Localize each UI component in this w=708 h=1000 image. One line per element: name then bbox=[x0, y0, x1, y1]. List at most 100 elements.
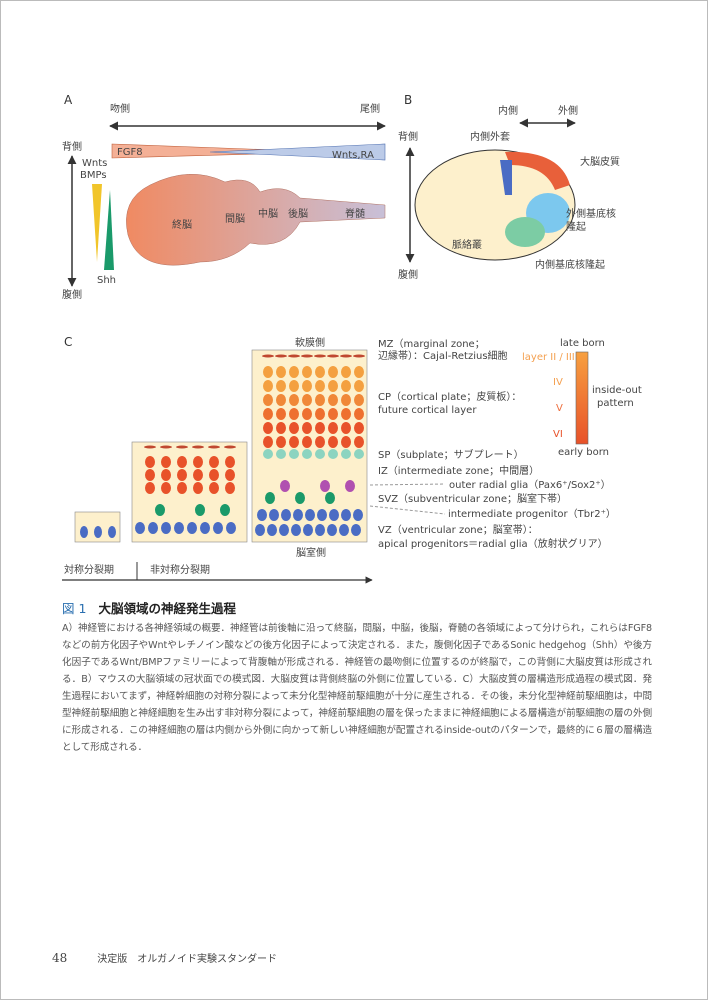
cajal-retzius-cell bbox=[192, 445, 204, 449]
cells-group bbox=[80, 354, 365, 538]
apical-progenitor-cell bbox=[279, 524, 289, 536]
neuron-cell bbox=[177, 482, 187, 494]
cortical-neuron-cell bbox=[302, 408, 312, 420]
apical-progenitor-cell bbox=[148, 522, 158, 534]
bmps-label: BMPs bbox=[80, 170, 107, 181]
cortical-neuron-cell bbox=[341, 380, 351, 392]
apical-progenitor-cell bbox=[339, 524, 349, 536]
rostral-label: 吻側 bbox=[110, 102, 130, 115]
dorsal-label: 背側 bbox=[62, 140, 82, 153]
cajal-retzius-cell bbox=[224, 445, 236, 449]
cajal-retzius-cell bbox=[327, 354, 339, 358]
apical-progenitor-cell bbox=[327, 524, 337, 536]
medial-label: 内側 bbox=[498, 104, 518, 117]
shh-gradient bbox=[104, 190, 114, 270]
cajal-retzius-cell bbox=[340, 354, 352, 358]
late-born-label: late born bbox=[560, 338, 605, 349]
outer-radial-glia-cell bbox=[320, 480, 330, 492]
subplate-cell bbox=[341, 449, 351, 459]
neuron-cell bbox=[161, 469, 171, 481]
apical-progenitor-cell bbox=[161, 522, 171, 534]
lge-label-2: 隆起 bbox=[566, 220, 586, 233]
cajal-retzius-cell bbox=[262, 354, 274, 358]
cortical-neuron-cell bbox=[328, 380, 338, 392]
inside-out-label: inside-out bbox=[592, 385, 642, 396]
cortical-neuron-cell bbox=[263, 366, 273, 378]
cortical-neuron-cell bbox=[302, 394, 312, 406]
figure-1: A 吻側 尾側 背側 腹側 FGF8 Wnts,RA Wnts BMPs Shh… bbox=[62, 93, 642, 584]
cortical-neuron-cell bbox=[328, 422, 338, 434]
apical-progenitor-cell bbox=[329, 509, 339, 521]
choroid-plexus-label: 脈絡叢 bbox=[452, 238, 482, 251]
apical-progenitor-cell bbox=[200, 522, 210, 534]
cortical-neuron-cell bbox=[341, 422, 351, 434]
neuron-cell bbox=[209, 456, 219, 468]
cp-label-2: future cortical layer bbox=[378, 405, 477, 416]
neuron-cell bbox=[225, 482, 235, 494]
apical-progenitor-cell bbox=[80, 526, 88, 538]
apical-progenitor-cell bbox=[353, 509, 363, 521]
neuron-cell bbox=[193, 469, 203, 481]
asymmetric-stage-label: 非対称分裂期 bbox=[150, 563, 210, 576]
subplate-cell bbox=[276, 449, 286, 459]
cortical-neuron-cell bbox=[276, 380, 286, 392]
cortical-neuron-cell bbox=[315, 366, 325, 378]
intermediate-progenitor-cell bbox=[325, 492, 335, 504]
early-born-label: early born bbox=[558, 447, 609, 458]
subplate-cell bbox=[263, 449, 273, 459]
mz-label: MZ（marginal zone； bbox=[378, 338, 485, 350]
apical-progenitor-cell bbox=[293, 509, 303, 521]
cortical-neuron-cell bbox=[289, 422, 299, 434]
subplate-cell bbox=[315, 449, 325, 459]
inside-out-gradient-bar bbox=[575, 351, 589, 445]
layer-4-label: IV bbox=[553, 377, 563, 388]
mge-region bbox=[505, 217, 545, 247]
cortical-neuron-cell bbox=[315, 422, 325, 434]
neural-tube-shape bbox=[126, 173, 386, 266]
apical-progenitor-cell bbox=[291, 524, 301, 536]
region-midbrain: 中脳 bbox=[258, 207, 278, 220]
cortical-neuron-cell bbox=[276, 394, 286, 406]
medial-pallium-label: 内側外套 bbox=[470, 130, 510, 143]
wnts-ra-label: Wnts,RA bbox=[332, 150, 374, 161]
mz-label-2: 辺縁帯）：Cajal-Retzius細胞 bbox=[378, 349, 508, 362]
cortical-neuron-cell bbox=[341, 436, 351, 448]
cortical-neuron-cell bbox=[276, 408, 286, 420]
apical-progenitor-cell bbox=[305, 509, 315, 521]
fgf8-label: FGF8 bbox=[117, 147, 143, 158]
apical-progenitor-cell bbox=[108, 526, 116, 538]
cajal-retzius-cell bbox=[208, 445, 220, 449]
wnt-bmp-gradient bbox=[92, 184, 102, 262]
wnts-ra-gradient bbox=[209, 143, 386, 161]
cortical-neuron-cell bbox=[302, 436, 312, 448]
fgf8-gradient bbox=[111, 143, 331, 159]
panel-a-label: A bbox=[64, 93, 73, 107]
apical-progenitor-cell bbox=[255, 524, 265, 536]
caption-title: 図 1 大脳領域の神経発生過程 bbox=[62, 598, 652, 617]
neuron-cell bbox=[161, 456, 171, 468]
panel-c: C 軟膜側 脳室側 対称分裂期 非対称分裂期 MZ（marginal zone；… bbox=[62, 335, 642, 584]
intermediate-progenitor-cell bbox=[220, 504, 230, 516]
figure-number: 図 1 bbox=[62, 601, 87, 616]
cortical-neuron-cell bbox=[289, 380, 299, 392]
cortical-neuron-cell bbox=[263, 436, 273, 448]
region-telencephalon: 終脳 bbox=[172, 218, 192, 231]
lge-label: 外側基底核 bbox=[566, 207, 616, 220]
panel-a: A 吻側 尾側 背側 腹側 FGF8 Wnts,RA Wnts BMPs Shh… bbox=[62, 93, 386, 301]
cortical-neuron-cell bbox=[276, 422, 286, 434]
vz-label-2: apical progenitors＝radial glia（放射状グリア） bbox=[378, 537, 608, 550]
pial-side-label: 軟膜側 bbox=[295, 336, 325, 349]
cajal-retzius-cell bbox=[160, 445, 172, 449]
apical-progenitor-cell bbox=[187, 522, 197, 534]
apical-progenitor-cell bbox=[267, 524, 277, 536]
figure-title: 大脳領域の神経発生過程 bbox=[98, 601, 236, 616]
cortical-neuron-cell bbox=[302, 422, 312, 434]
cortical-neuron-cell bbox=[302, 380, 312, 392]
cortical-neuron-cell bbox=[315, 394, 325, 406]
cortical-neuron-cell bbox=[354, 394, 364, 406]
wnts-label: Wnts bbox=[82, 158, 107, 169]
cortical-neuron-cell bbox=[354, 380, 364, 392]
region-hindbrain: 後脳 bbox=[288, 207, 308, 220]
